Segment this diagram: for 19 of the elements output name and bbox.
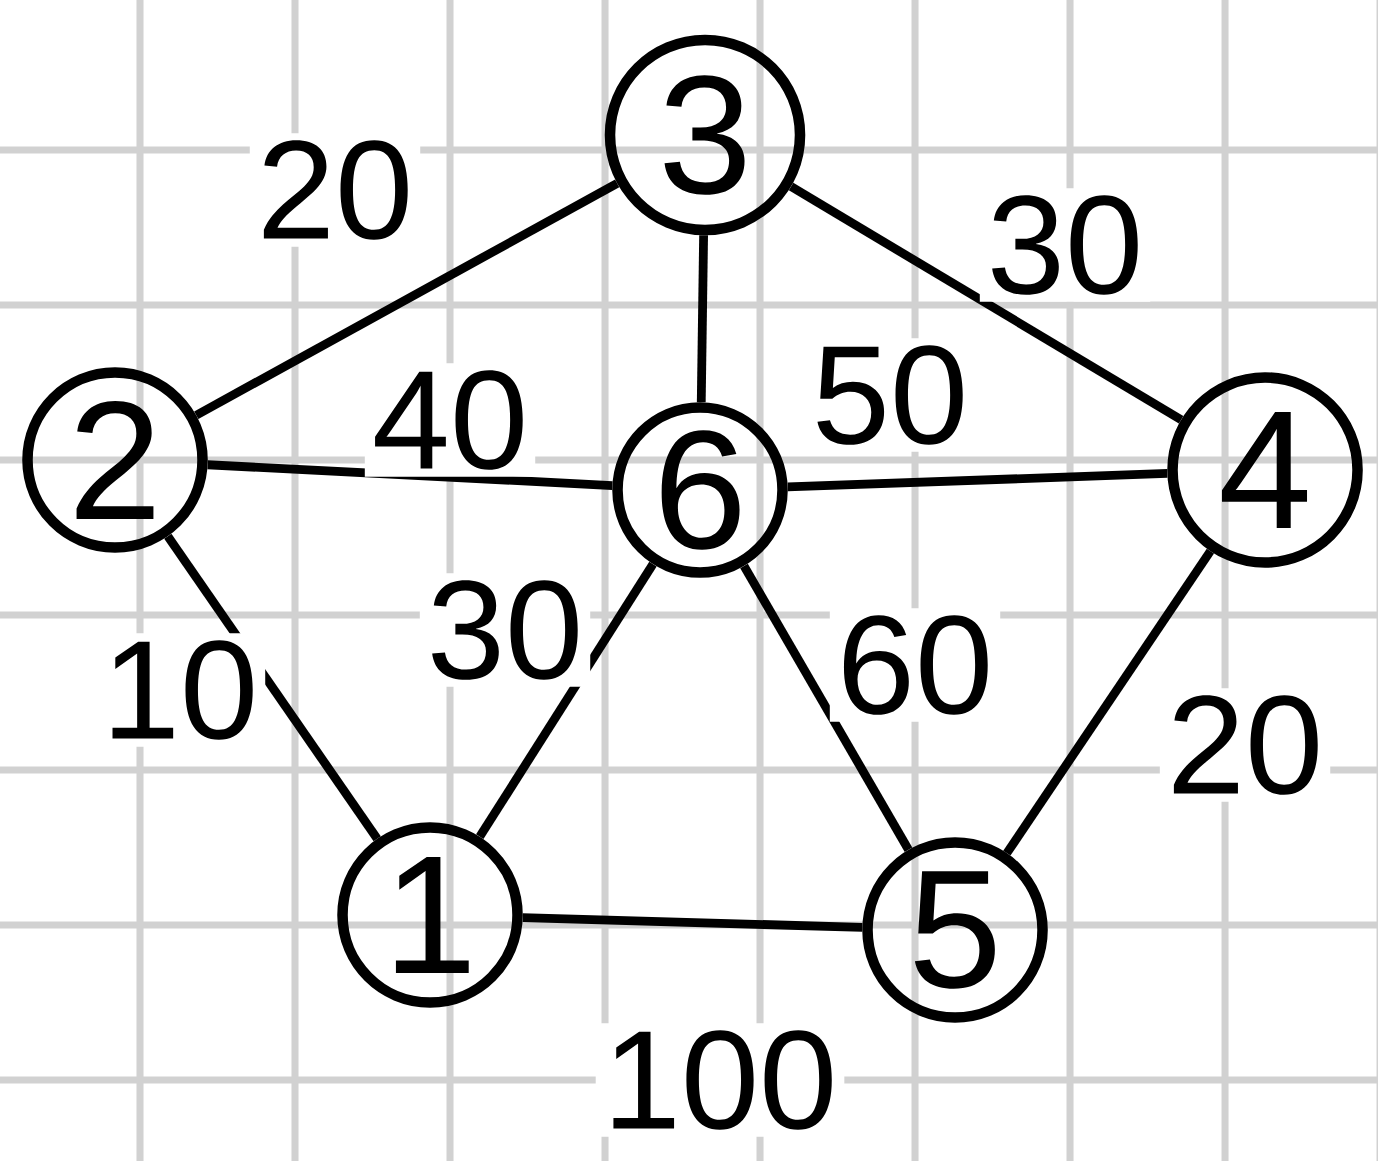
edge-line — [740, 563, 913, 852]
edge-label: 20 — [1159, 688, 1331, 802]
edge-label: 40 — [364, 363, 536, 477]
edge-label: 20 — [249, 133, 421, 247]
edge-label: 100 — [595, 1023, 845, 1137]
edge-line — [696, 235, 708, 403]
edge-line — [788, 182, 1184, 424]
edge-label: 10 — [94, 633, 266, 747]
edge-label: 60 — [829, 608, 1001, 722]
edge-line — [476, 561, 657, 840]
edge-label: 30 — [419, 573, 591, 687]
edge-line — [207, 460, 613, 490]
edge-label: 30 — [979, 188, 1151, 302]
edge-line — [1003, 548, 1215, 856]
edge-line — [522, 913, 863, 932]
edge-line — [787, 469, 1168, 492]
edge-line — [164, 533, 381, 842]
edge-label: 50 — [804, 338, 976, 452]
edge-line — [194, 179, 620, 420]
